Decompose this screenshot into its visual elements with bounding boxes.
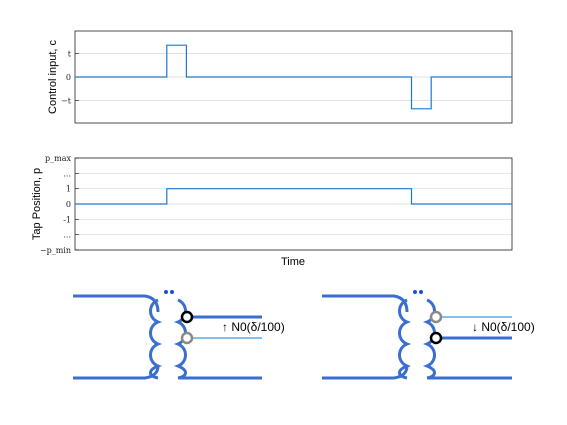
y-tick-label: t [68,49,72,58]
transformer-diagram-tap-down: ↓ N0(δ/100) [322,290,535,380]
y-tick-label: p_max [45,154,71,163]
primary-winding-right [322,294,409,380]
tap-chart-xlabel: Time [281,256,305,268]
control-input-chart: t 0 −t Control input, c [47,30,513,124]
polarity-dot [419,290,423,294]
primary-coil-right [398,298,412,380]
transformer-diagram-tap-up: ↑ N0(δ/100) [73,290,285,380]
active-tap-marker [429,331,443,345]
control-chart-ylabel: Control input, c [47,40,59,114]
y-tick-label: −t [61,97,72,106]
y-tick-label: ... [63,169,71,178]
primary-coil-left [149,298,163,380]
secondary-winding-right [427,336,512,380]
y-tick-label: ... [63,231,71,240]
control-input-series-line [75,44,512,110]
polarity-dot [170,290,174,294]
y-tick-label: 0 [66,73,71,82]
tap-position-series-line [75,188,512,205]
y-tick-label: 0 [66,200,71,209]
tap-chart-ylabel: Tap Position, p [31,168,43,240]
primary-winding-left [73,294,160,380]
tap-up-label: ↑ N0(δ/100) [222,320,285,334]
polarity-dot [164,290,168,294]
y-tick-label: -1 [63,215,71,224]
inactive-tap-marker [180,331,194,345]
y-tick-label: −p_min [40,246,71,255]
tap-position-chart: p_max... 1 0 -1... −p_min Tap Position, p Ti… [31,154,513,268]
secondary-winding-left [178,315,262,380]
active-tap-marker [180,310,194,324]
polarity-dot [413,290,417,294]
inactive-tap-marker [429,310,443,324]
tap-down-label: ↓ N0(δ/100) [472,320,535,334]
y-tick-label: 1 [66,185,71,194]
